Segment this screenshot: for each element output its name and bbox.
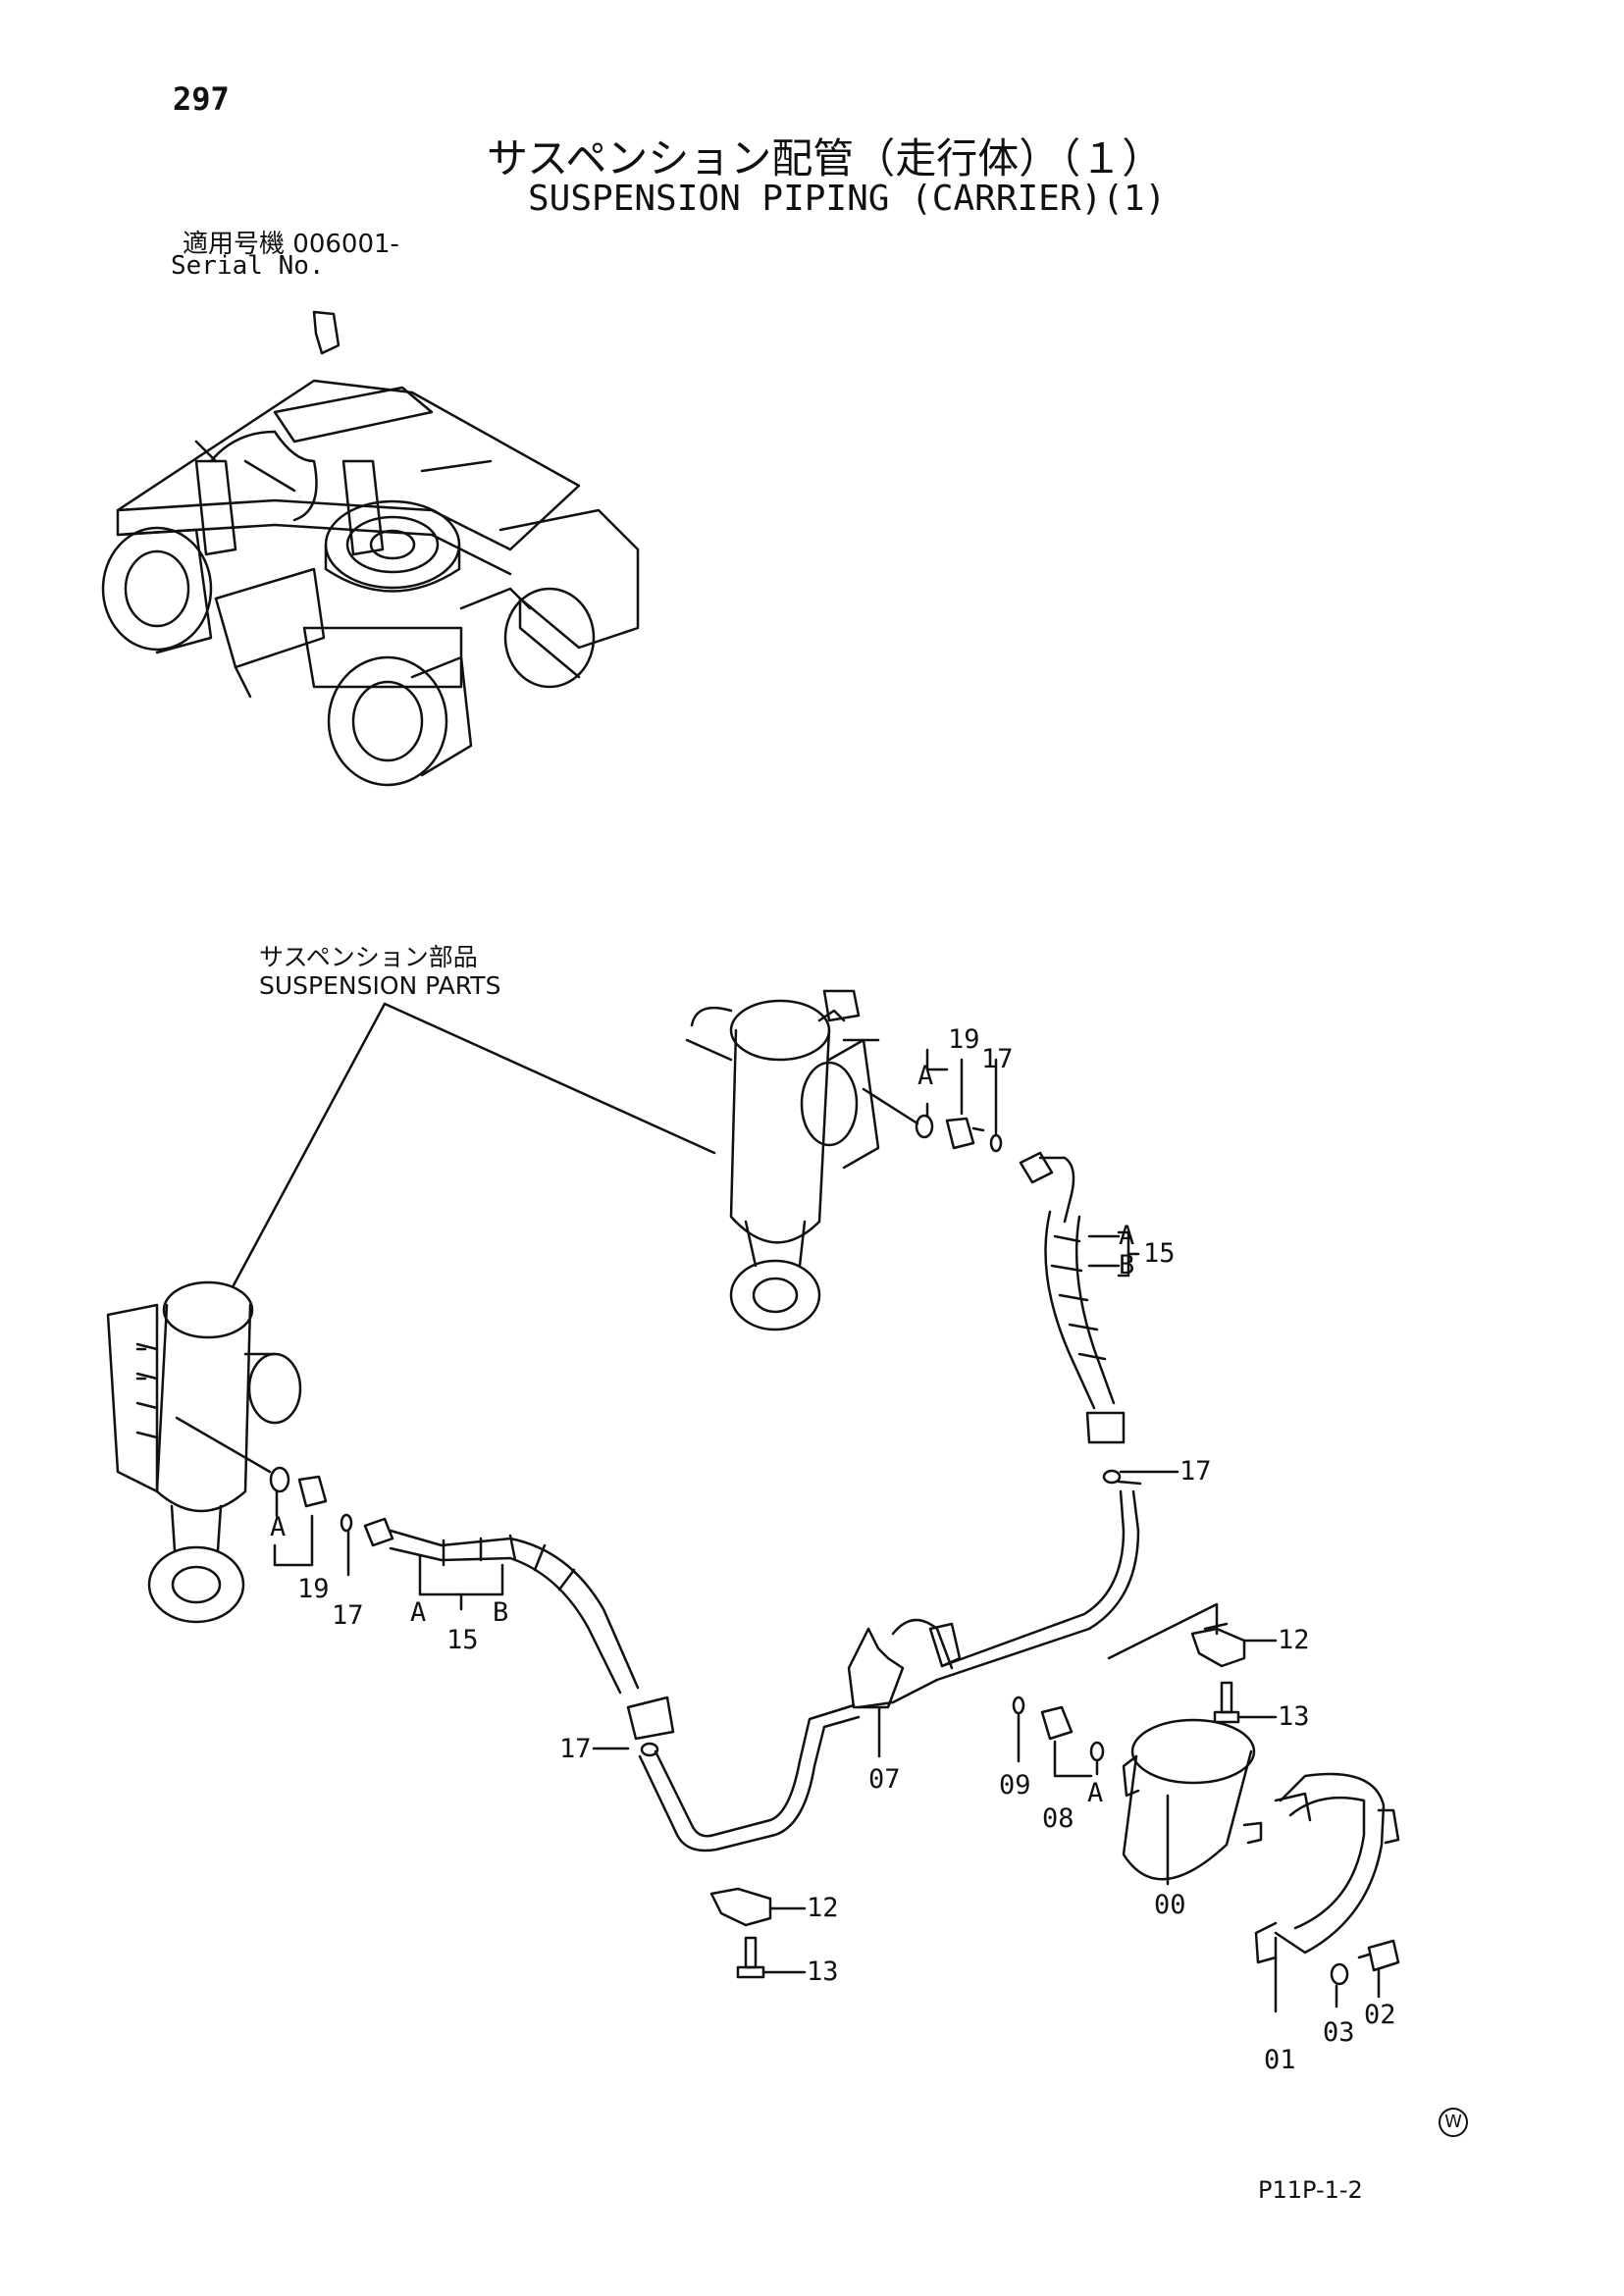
label-15-lower: 15 — [446, 1625, 479, 1655]
label-19-lower: 19 — [297, 1574, 330, 1604]
upper-suspension-cylinder — [685, 989, 919, 1331]
label-02: 02 — [1364, 2000, 1396, 2030]
label-13-upper: 13 — [1278, 1701, 1310, 1732]
label-A-lower: A — [270, 1512, 286, 1542]
serial-value: 006001- — [292, 230, 399, 259]
suspension-parts-leader-upper — [383, 1002, 716, 1155]
label-A-hose-lower: A — [410, 1597, 426, 1628]
upper-bracket — [1190, 1622, 1246, 1668]
label-A-upper: A — [917, 1061, 933, 1091]
carrier-overview-drawing — [101, 310, 640, 787]
suspension-parts-label-japanese: サスペンション部品 — [259, 943, 478, 971]
steel-pipe-network — [638, 1480, 1142, 1852]
label-17-left: 17 — [559, 1734, 592, 1764]
lower-fittings — [269, 1466, 659, 1757]
lower-suspension-cylinder — [106, 1280, 302, 1624]
label-01: 01 — [1264, 2045, 1296, 2075]
band-clamp — [1254, 1772, 1400, 1986]
page-title-english: SUSPENSION PIPING (CARRIER)(1) — [528, 179, 1167, 219]
serial-label-japanese: 適用号機 — [183, 230, 286, 259]
part-labels: 19 A 17 A B 15 17 A 19 17 A B 15 17 07 0… — [270, 1024, 1396, 2075]
label-07: 07 — [868, 1764, 901, 1795]
label-13-lower: 13 — [807, 1957, 839, 1987]
label-15-upper: 15 — [1143, 1238, 1176, 1269]
upper-fittings — [915, 1114, 1122, 1485]
upper-hose-assembly — [1019, 1151, 1126, 1444]
page-title-japanese: サスペンション配管（走行体）（１） — [487, 134, 1164, 183]
suspension-parts-label-english: SUSPENSION PARTS — [259, 971, 501, 1000]
lower-hose-assembly — [363, 1517, 675, 1741]
label-17-right: 17 — [1179, 1456, 1212, 1487]
label-09: 09 — [999, 1770, 1031, 1800]
label-08: 08 — [1042, 1803, 1074, 1834]
label-B-hose-lower: B — [493, 1597, 508, 1628]
upper-bolt — [1213, 1681, 1240, 1724]
watermark-symbol: W — [1439, 2108, 1468, 2137]
label-17-upper: 17 — [981, 1044, 1014, 1074]
accumulator — [1122, 1718, 1263, 1881]
label-17-lower: 17 — [332, 1600, 364, 1631]
label-19-upper: 19 — [948, 1024, 980, 1055]
label-A-accumulator: A — [1087, 1778, 1103, 1808]
label-12-upper: 12 — [1278, 1625, 1310, 1655]
label-03: 03 — [1323, 2017, 1355, 2048]
accumulator-fittings — [1012, 1696, 1105, 1762]
label-12-lower: 12 — [807, 1893, 839, 1923]
page-number: 297 — [173, 80, 230, 118]
label-A-hose-upper: A — [1119, 1221, 1134, 1251]
leader-lines — [273, 1048, 1381, 2013]
lower-bolt — [736, 1936, 765, 1979]
suspension-parts-leader-lower — [232, 1002, 387, 1287]
label-00: 00 — [1154, 1890, 1186, 1920]
bracket-reference-line — [1107, 1602, 1219, 1660]
serial-line: 適用号機 006001- — [183, 224, 399, 260]
serial-label-english: Serial No. — [171, 251, 325, 281]
label-B-hose-upper: B — [1119, 1250, 1134, 1280]
lower-bracket — [709, 1887, 772, 1927]
page-code: P11P-1-2 — [1258, 2176, 1363, 2204]
